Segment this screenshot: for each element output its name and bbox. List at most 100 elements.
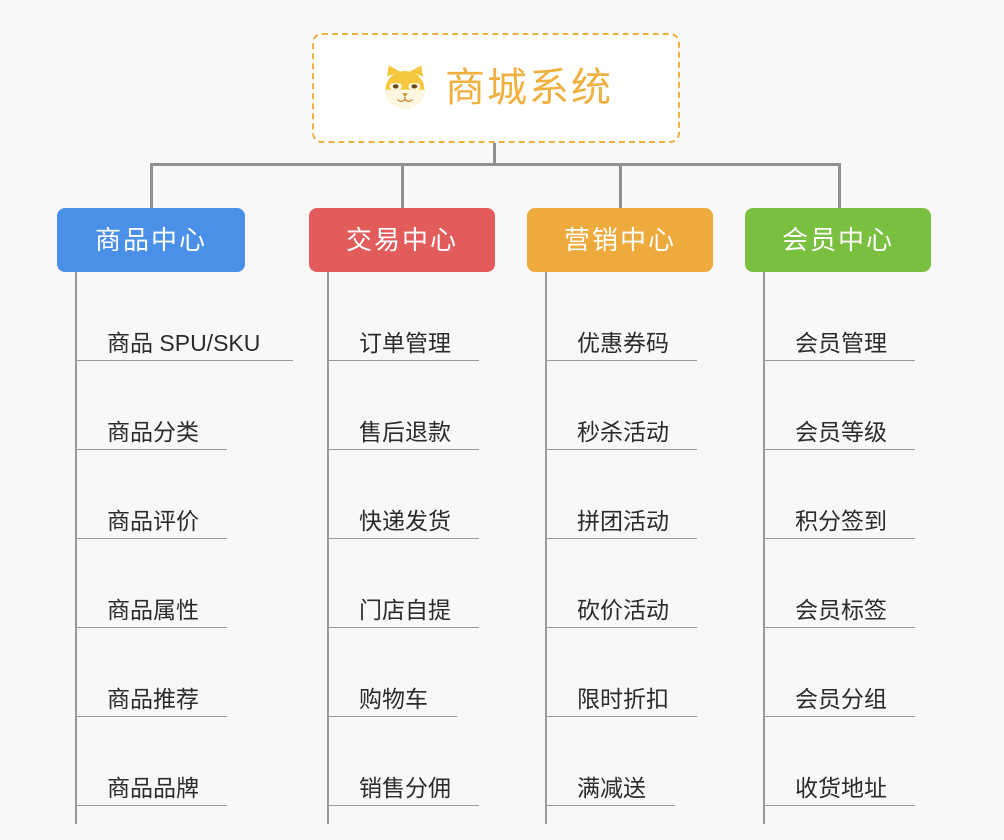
leaf-underline xyxy=(327,359,479,361)
leaf-underline xyxy=(75,448,227,450)
leaf-label: 销售分佣 xyxy=(359,775,451,801)
leaf-label: 商品品牌 xyxy=(107,775,199,801)
leaf-label: 满减送 xyxy=(577,775,646,801)
list-item[interactable]: 秒杀活动 xyxy=(545,361,757,450)
category-label-4: 会员中心 xyxy=(781,225,894,255)
list-item[interactable]: 商品分类 xyxy=(75,361,287,450)
branch-column-2: 交易中心 订单管理 售后退款 快递发货 门店自提 购物车 xyxy=(309,208,539,824)
leaf-underline xyxy=(763,715,915,717)
list-item[interactable]: 满减送 xyxy=(545,717,757,806)
list-item[interactable]: 商品 SPU/SKU xyxy=(75,272,293,361)
leaf-label: 售后退款 xyxy=(359,419,451,445)
list-item[interactable]: 限时折扣 xyxy=(545,628,757,717)
leaf-label: 会员分组 xyxy=(795,686,887,712)
category-box-3[interactable]: 营销中心 xyxy=(527,208,713,272)
list-item[interactable]: 门店自提 xyxy=(327,539,539,628)
leaf-label: 商品属性 xyxy=(107,597,199,623)
category-label-2: 交易中心 xyxy=(345,225,458,255)
leaf-list-4: 会员管理 会员等级 积分签到 会员标签 会员分组 收货地址 xyxy=(763,272,975,824)
list-item[interactable]: 砍价活动 xyxy=(545,539,757,628)
leaf-underline xyxy=(327,715,457,717)
leaf-label: 会员管理 xyxy=(795,330,887,356)
connector-drop-2 xyxy=(401,163,404,208)
leaf-list-2: 订单管理 售后退款 快递发货 门店自提 购物车 销售分佣 xyxy=(327,272,539,824)
leaf-underline xyxy=(327,804,479,806)
root-node-label: 商城系统 xyxy=(445,66,613,110)
leaf-list-3: 优惠券码 秒杀活动 拼团活动 砍价活动 限时折扣 满减送 xyxy=(545,272,757,824)
list-item[interactable]: 优惠券码 xyxy=(545,272,757,361)
leaf-underline xyxy=(75,804,227,806)
leaf-underline xyxy=(763,804,915,806)
category-box-2[interactable]: 交易中心 xyxy=(309,208,495,272)
list-item[interactable]: 积分签到 xyxy=(763,450,975,539)
list-item[interactable]: 订单管理 xyxy=(327,272,539,361)
shiba-dog-emoji-icon xyxy=(385,65,425,109)
list-item[interactable]: 会员管理 xyxy=(763,272,975,361)
leaf-spine-4 xyxy=(763,272,765,824)
list-item[interactable]: 商品属性 xyxy=(75,539,287,628)
list-item[interactable]: 会员标签 xyxy=(763,539,975,628)
category-box-4[interactable]: 会员中心 xyxy=(745,208,931,272)
list-item[interactable]: 商品推荐 xyxy=(75,628,287,717)
leaf-label: 会员标签 xyxy=(795,597,887,623)
connector-drop-4 xyxy=(838,163,841,208)
list-item[interactable]: 售后退款 xyxy=(327,361,539,450)
list-item[interactable]: 会员分组 xyxy=(763,628,975,717)
leaf-underline xyxy=(327,626,479,628)
leaf-label: 拼团活动 xyxy=(577,508,669,534)
leaf-underline xyxy=(327,448,479,450)
list-item[interactable]: 快递发货 xyxy=(327,450,539,539)
list-item[interactable]: 拼团活动 xyxy=(545,450,757,539)
list-item[interactable]: 商品评价 xyxy=(75,450,287,539)
root-node[interactable]: 商城系统 xyxy=(312,33,680,143)
list-item[interactable]: 会员等级 xyxy=(763,361,975,450)
leaf-label: 商品 SPU/SKU xyxy=(107,330,261,356)
category-label-1: 商品中心 xyxy=(94,225,207,255)
leaf-underline xyxy=(327,537,479,539)
leaf-label: 优惠券码 xyxy=(577,330,669,356)
leaf-label: 商品推荐 xyxy=(107,686,199,712)
leaf-spine-1 xyxy=(75,272,77,824)
leaf-underline xyxy=(75,537,227,539)
category-box-1[interactable]: 商品中心 xyxy=(57,208,245,272)
leaf-underline xyxy=(763,626,915,628)
leaf-label: 限时折扣 xyxy=(577,686,669,712)
connector-horizontal-bar xyxy=(150,163,841,166)
leaf-underline xyxy=(545,448,697,450)
leaf-label: 会员等级 xyxy=(795,419,887,445)
leaf-label: 砍价活动 xyxy=(577,597,669,623)
list-item[interactable]: 商品品牌 xyxy=(75,717,287,806)
leaf-underline xyxy=(545,804,675,806)
list-item[interactable]: 收货地址 xyxy=(763,717,975,806)
leaf-label: 商品评价 xyxy=(107,508,199,534)
branch-column-3: 营销中心 优惠券码 秒杀活动 拼团活动 砍价活动 限时折扣 xyxy=(527,208,757,824)
leaf-underline xyxy=(545,537,697,539)
branch-column-1: 商品中心 商品 SPU/SKU 商品分类 商品评价 商品属性 商品推荐 xyxy=(57,208,293,824)
leaf-spine-2 xyxy=(327,272,329,824)
leaf-underline xyxy=(75,359,293,361)
leaf-underline xyxy=(75,715,227,717)
leaf-label: 商品分类 xyxy=(107,419,199,445)
category-label-3: 营销中心 xyxy=(563,225,676,255)
leaf-label: 订单管理 xyxy=(359,330,451,356)
leaf-list-1: 商品 SPU/SKU 商品分类 商品评价 商品属性 商品推荐 商品品牌 xyxy=(75,272,293,824)
leaf-label: 快递发货 xyxy=(359,508,451,534)
leaf-label: 秒杀活动 xyxy=(577,419,669,445)
leaf-underline xyxy=(763,448,915,450)
leaf-underline xyxy=(545,715,697,717)
branch-column-4: 会员中心 会员管理 会员等级 积分签到 会员标签 会员分组 xyxy=(745,208,975,824)
leaf-label: 门店自提 xyxy=(359,597,451,623)
leaf-underline xyxy=(763,359,915,361)
leaf-underline xyxy=(763,537,915,539)
leaf-label: 收货地址 xyxy=(795,775,887,801)
leaf-spine-3 xyxy=(545,272,547,824)
leaf-underline xyxy=(545,359,697,361)
leaf-label: 购物车 xyxy=(359,686,428,712)
leaf-underline xyxy=(75,626,227,628)
list-item[interactable]: 销售分佣 xyxy=(327,717,539,806)
connector-drop-1 xyxy=(150,163,153,208)
leaf-underline xyxy=(545,626,697,628)
connector-root-stem xyxy=(493,143,496,164)
list-item[interactable]: 购物车 xyxy=(327,628,539,717)
